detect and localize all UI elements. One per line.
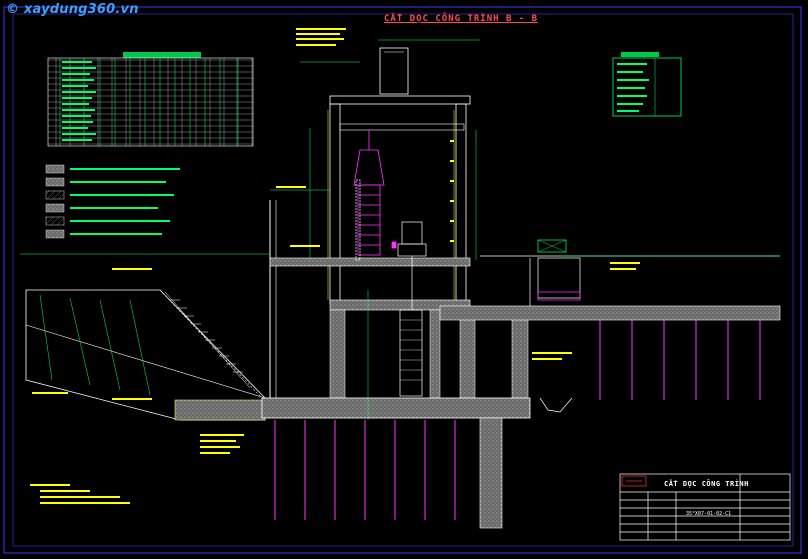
pump-unit [355,179,427,397]
pump-machinery [353,130,397,256]
drawing-title: CẮT DỌC CÔNG TRÌNH B - B [384,14,539,24]
annotations [30,28,640,504]
piles [274,320,761,520]
watermark: © xaydung360.vn [6,2,139,17]
schedule-table [47,52,254,147]
title-block-code: 35°X07-01-02-C1 [686,511,732,517]
title-block-title: CẮT DỌC CÔNG TRÌNH [664,480,749,488]
summary-table [612,52,682,117]
material-legend [45,164,180,239]
dimension-lines [20,61,780,420]
drawing-frame [3,6,802,554]
title-block [619,473,791,541]
embankment-slope [25,268,266,421]
pump-house [261,39,781,529]
